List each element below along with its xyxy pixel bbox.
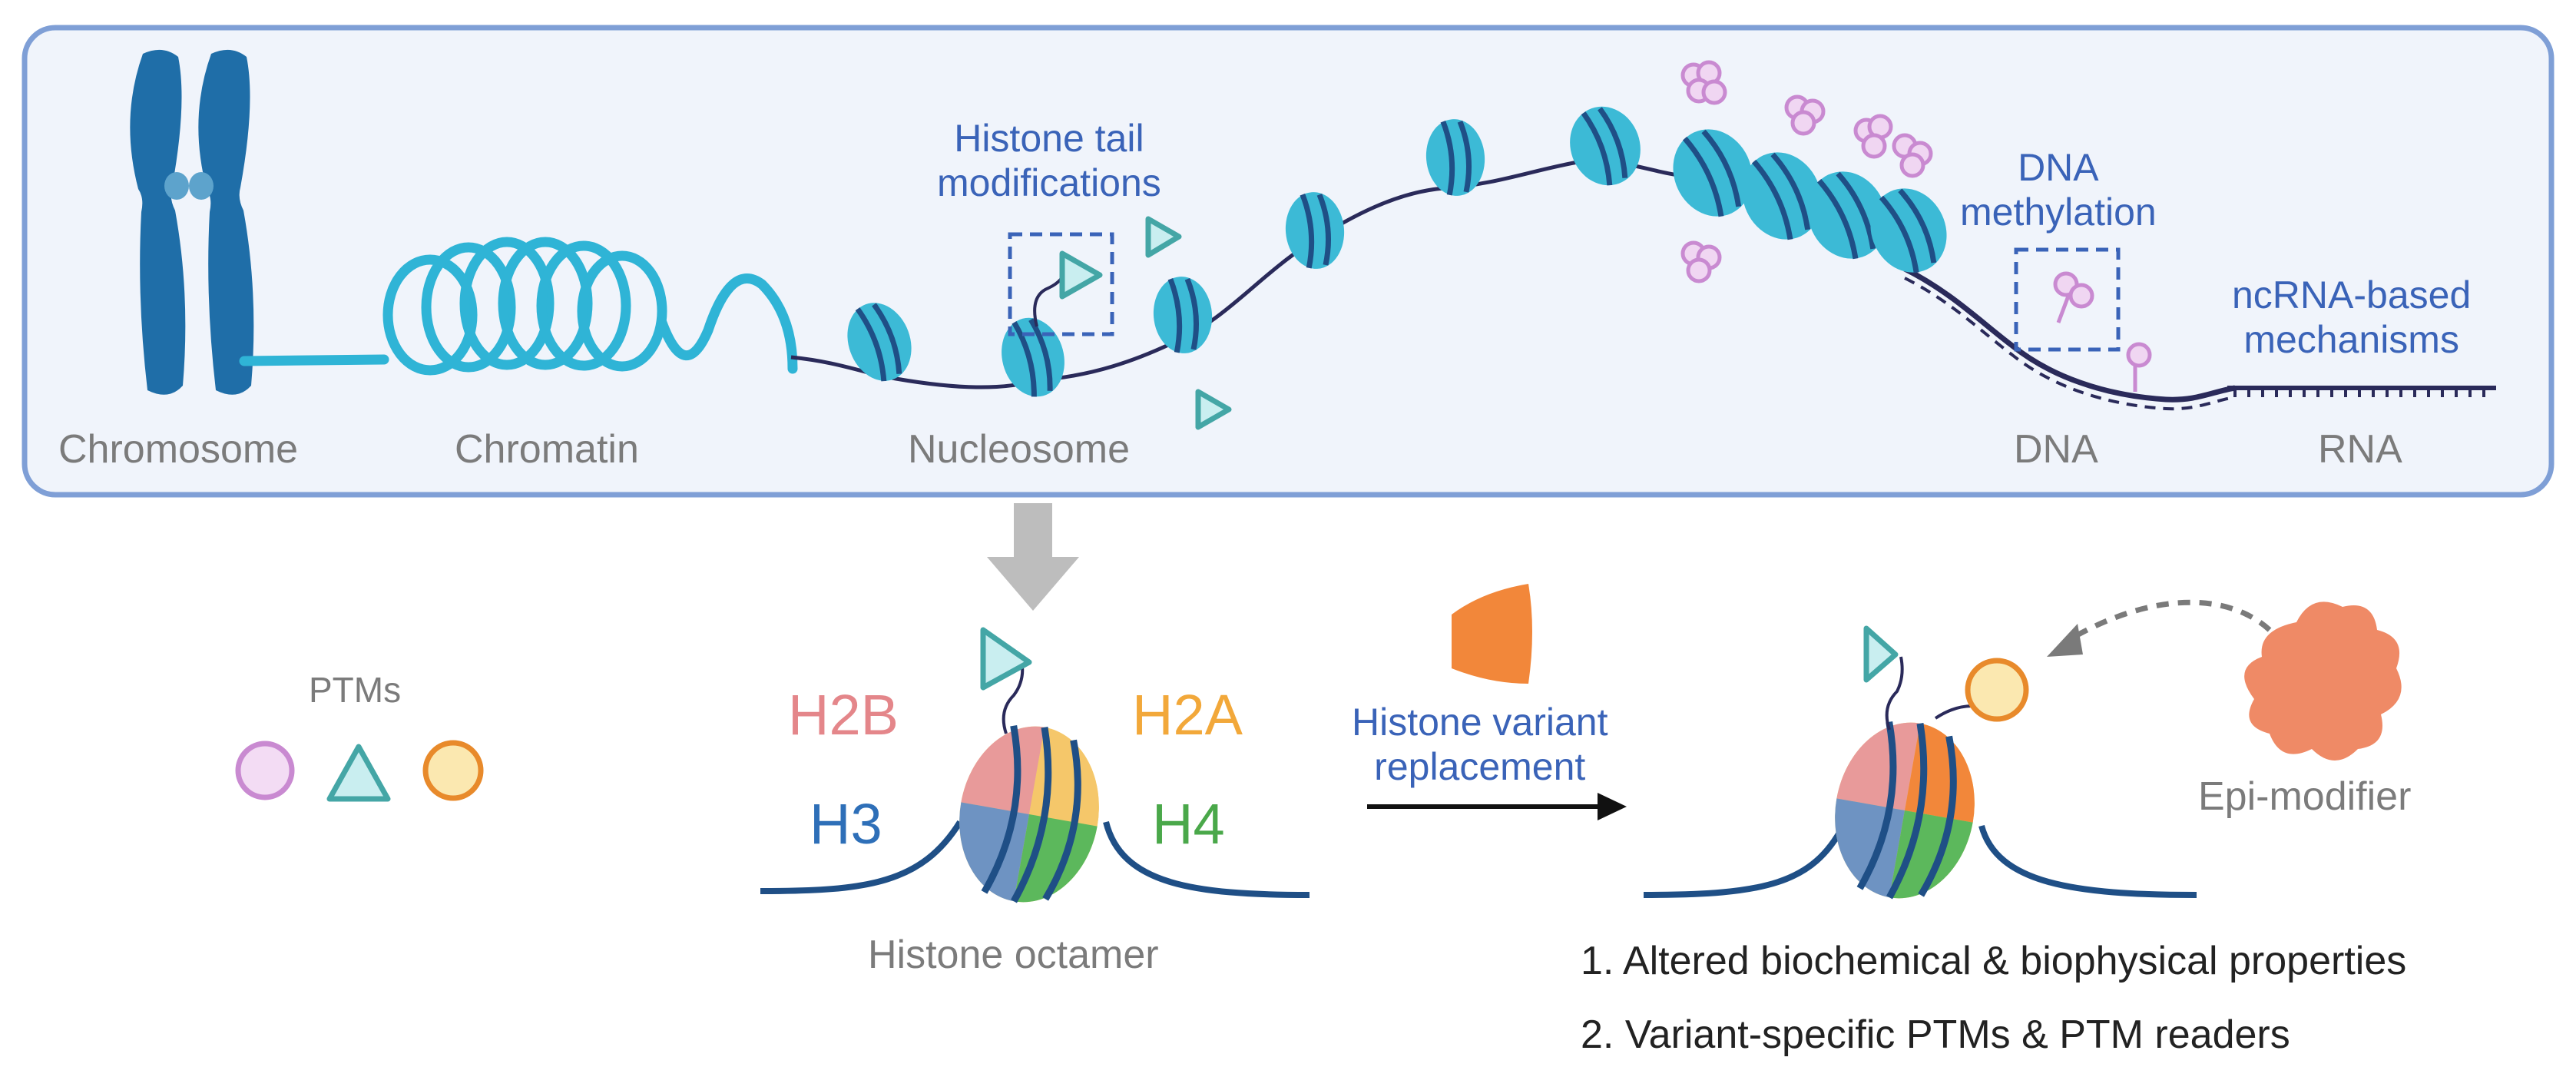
circle-ptm-icon (422, 740, 484, 801)
triangle-ptm-icon (326, 744, 391, 802)
down-arrow-icon (987, 503, 1079, 611)
chromatin-label: Chromatin (455, 427, 639, 472)
chromosome-label: Chromosome (58, 427, 299, 472)
outcome-1: 1. Altered biochemical & biophysical pro… (1581, 939, 2407, 983)
h2b-label: H2B (788, 683, 899, 747)
epi-modifier-icon (2244, 601, 2402, 761)
triangle-ptm-icon (980, 627, 1032, 691)
octamer-caption: Histone octamer (868, 933, 1159, 977)
triangle-ptm-icon (1145, 216, 1182, 258)
chromatin-panel (22, 25, 2554, 498)
variant-piece-icon (1452, 584, 1532, 684)
dna-methylation-box (2014, 247, 2121, 352)
rna-label: RNA (2318, 427, 2402, 472)
dna-methylation-line1: DNA (2018, 146, 2099, 189)
variant-line1: Histone variant (1352, 701, 1608, 744)
ncrna-line1: ncRNA-based (2232, 273, 2472, 316)
octamer-dna (1643, 824, 2197, 898)
recruitment-arrow (2064, 599, 2272, 645)
triangle-ptm-icon (1059, 250, 1103, 300)
replacement-arrow-head (1598, 793, 1627, 820)
histone-tail-box (1008, 232, 1114, 336)
variant-line2: replacement (1374, 744, 1586, 788)
ptms-title: PTMs (309, 670, 402, 710)
tail-tether (1002, 660, 1025, 734)
dna-helix-strand (1904, 277, 2236, 411)
dna-linker (790, 158, 1690, 389)
variant-octamer-icon (1835, 721, 1975, 900)
h2a-label: H2A (1132, 683, 1243, 747)
triangle-ptm-icon (1195, 389, 1232, 430)
chromatin-fiber-icon (239, 237, 798, 376)
ncrna-line2: mechanisms (2243, 317, 2459, 361)
dna-helix (1903, 266, 2236, 403)
triangle-ptm-icon (1863, 625, 1899, 683)
histone-tail-annotation: Histone tail modifications (937, 117, 1161, 205)
nucleosome-label: Nucleosome (908, 427, 1131, 472)
tail-tether (1885, 656, 1904, 731)
dna-methylation-annotation: DNA methylation (1960, 146, 2157, 234)
methyl-group-icons (1680, 60, 2152, 392)
octamer-dna (760, 820, 1310, 898)
recruitment-arrow-head (2047, 624, 2083, 657)
circle-ptm-icon (235, 741, 295, 800)
histone-tail-line1: Histone tail (954, 117, 1144, 160)
ncrna-annotation: ncRNA-based mechanisms (2232, 273, 2471, 362)
circle-ptm-icon (1965, 658, 2029, 722)
outcome-2: 2. Variant-specific PTMs & PTM readers (1581, 1012, 2290, 1057)
h3-label: H3 (810, 792, 882, 856)
h4-label: H4 (1152, 792, 1225, 856)
chromosome-icon (130, 49, 254, 395)
dna-label: DNA (2014, 427, 2098, 472)
histone-octamer-icon (959, 724, 1099, 903)
dna-methylation-line2: methylation (1960, 190, 2157, 234)
nucleosome-icons (847, 106, 1947, 397)
epi-modifier-label: Epi-modifier (2198, 774, 2412, 819)
rna-strand-icon (2227, 386, 2496, 397)
histone-tail-line2: modifications (937, 161, 1161, 204)
variant-replacement-label: Histone variant replacement (1352, 701, 1608, 789)
